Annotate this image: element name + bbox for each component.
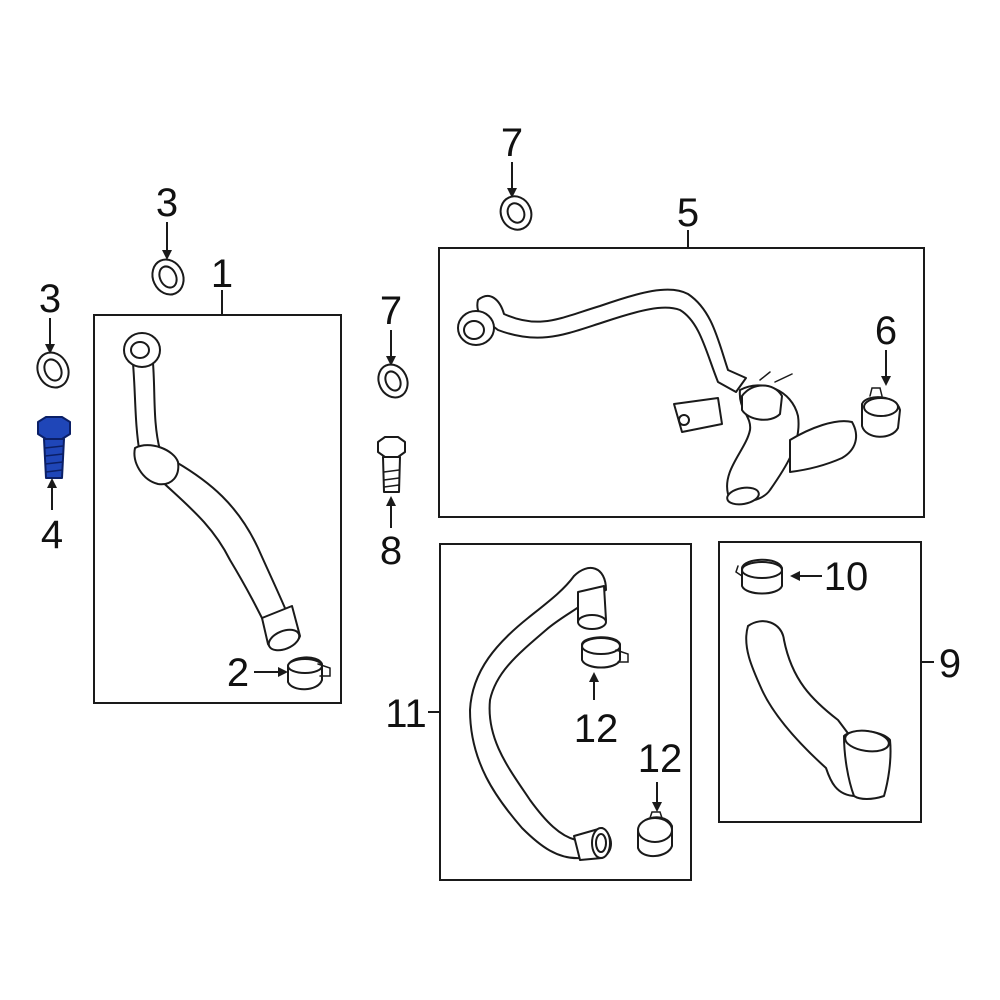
clamp-part-2[interactable] <box>287 656 331 691</box>
callout-12-lower[interactable]: 12 <box>638 737 683 781</box>
clamp-part-12-lower[interactable] <box>637 811 673 857</box>
washer-part-3-upper[interactable] <box>147 254 189 299</box>
clamp-part-6[interactable] <box>861 387 901 438</box>
clamp-part-12-upper[interactable] <box>581 636 629 669</box>
hose-part-1[interactable] <box>123 332 302 654</box>
callout-9[interactable]: 9 <box>939 642 961 686</box>
hose-part-11[interactable] <box>469 566 612 861</box>
callout-3-upper[interactable]: 3 <box>156 181 178 225</box>
hose-part-9[interactable] <box>745 620 892 800</box>
callout-1[interactable]: 1 <box>211 252 233 296</box>
box-part-5 <box>438 247 925 518</box>
callout-7-lower[interactable]: 7 <box>380 289 402 333</box>
callout-11[interactable]: 11 <box>385 692 427 736</box>
callout-12-upper[interactable]: 12 <box>574 707 619 751</box>
bolt-part-8[interactable] <box>377 436 406 493</box>
leader-lines <box>45 162 934 812</box>
callout-6[interactable]: 6 <box>875 309 897 353</box>
callout-10[interactable]: 10 <box>824 555 869 599</box>
callout-2[interactable]: 2 <box>227 651 249 695</box>
bolt-part-4-highlighted[interactable] <box>37 416 71 479</box>
callout-5[interactable]: 5 <box>677 191 699 235</box>
washer-part-7-lower[interactable] <box>373 360 413 403</box>
box-part-1 <box>93 314 342 704</box>
callout-8[interactable]: 8 <box>380 529 402 573</box>
washer-part-3-lower[interactable] <box>32 347 74 392</box>
callout-labels: 1 2 3 3 4 5 6 7 7 8 9 10 11 12 12 <box>39 121 961 781</box>
pipe-part-5[interactable] <box>457 288 858 507</box>
box-part-9 <box>718 541 922 823</box>
callout-7-upper[interactable]: 7 <box>501 121 523 165</box>
callout-4[interactable]: 4 <box>41 513 63 557</box>
clamp-part-10[interactable] <box>735 558 783 595</box>
callout-3-lower[interactable]: 3 <box>39 277 61 321</box>
washer-part-7-upper[interactable] <box>495 191 537 234</box>
